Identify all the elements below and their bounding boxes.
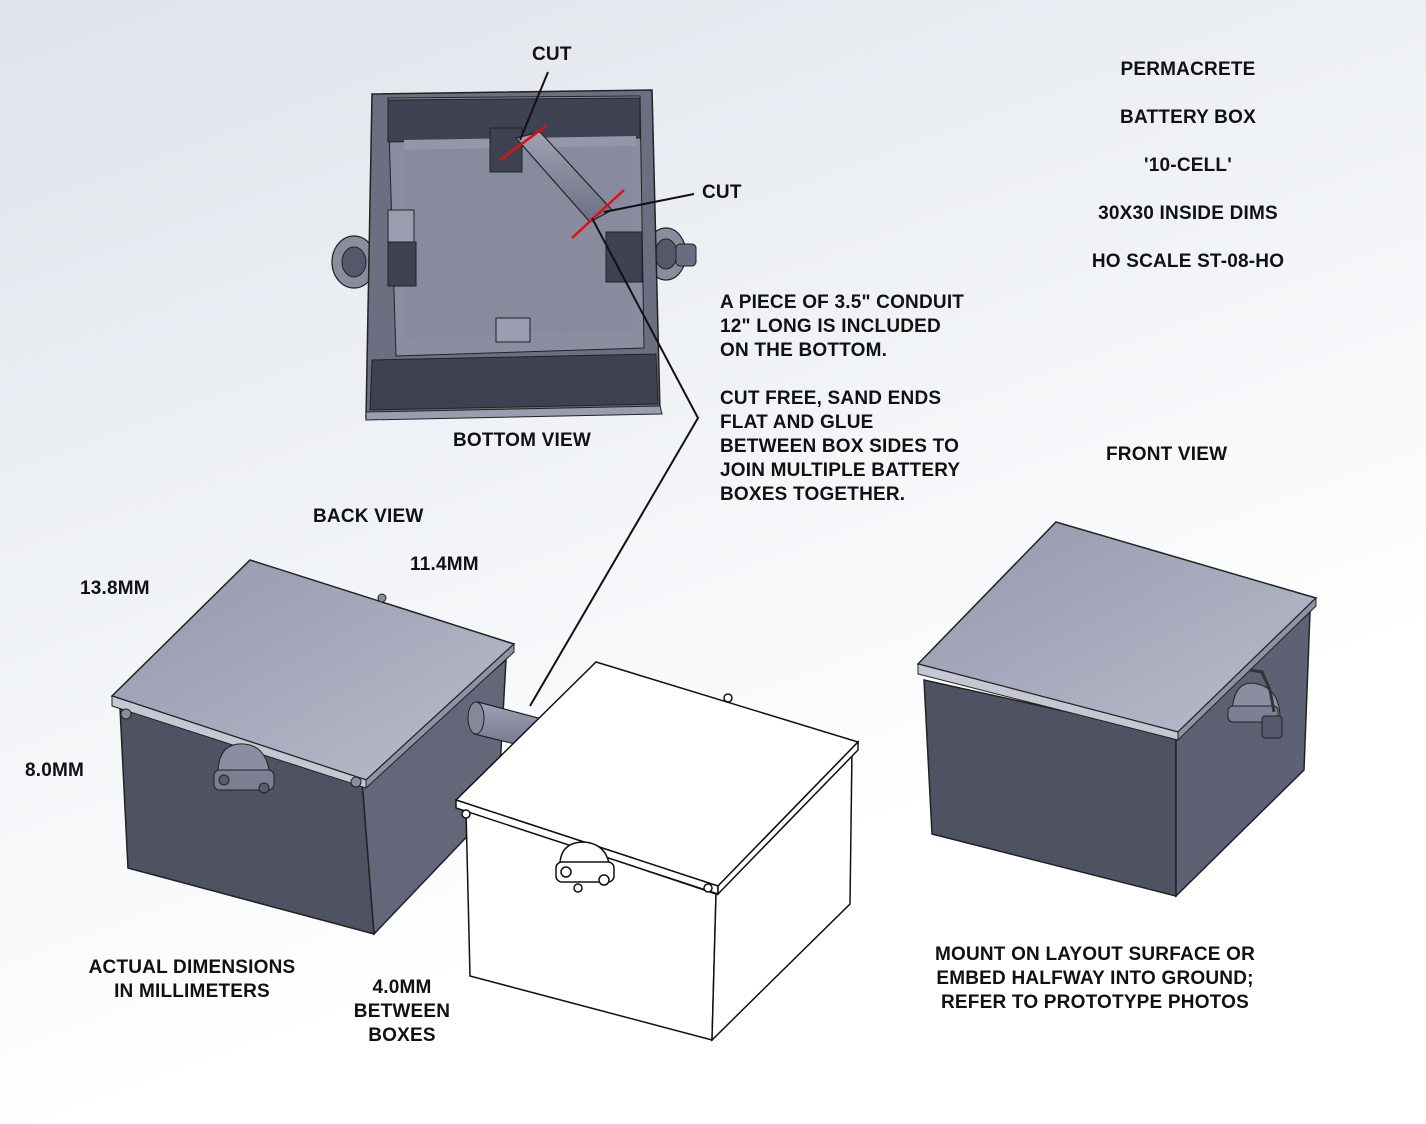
front-view-box xyxy=(916,521,1318,898)
title-line-3: '10-CELL' xyxy=(1144,155,1232,176)
back-lug xyxy=(213,743,275,794)
back-view-label: BACK VIEW xyxy=(313,506,424,527)
dimension-height: 8.0MM xyxy=(25,760,85,781)
leader-lines xyxy=(519,71,700,707)
wireframe-box xyxy=(454,661,860,1042)
title-line-2: BATTERY BOX xyxy=(1120,107,1256,128)
padlock-hasp xyxy=(1227,668,1283,739)
cut-label-right: CUT xyxy=(702,182,742,203)
bottom-view-box xyxy=(331,89,697,421)
cut-mark-right xyxy=(571,189,625,239)
dimension-width: 13.8MM xyxy=(80,578,150,599)
back-view-box xyxy=(110,559,516,936)
dimension-gap: 4.0MM BETWEEN BOXES xyxy=(353,977,451,1046)
title-line-4: 30X30 INSIDE DIMS xyxy=(1098,203,1278,224)
lifting-lug-left xyxy=(331,235,377,289)
assembly-note: CUT FREE, SAND ENDS FLAT AND GLUE BETWEE… xyxy=(720,388,961,505)
title-block: PERMACRETE BATTERY BOX '10-CELL' 30X30 I… xyxy=(1060,34,1316,298)
cut-mark-top xyxy=(499,124,547,162)
title-line-1: PERMACRETE xyxy=(1120,59,1256,80)
actual-dimensions-note: ACTUAL DIMENSIONS IN MILLIMETERS xyxy=(88,957,296,1002)
cut-label-top: CUT xyxy=(532,44,572,65)
front-view-label: FRONT VIEW xyxy=(1106,444,1228,465)
mounting-note: MOUNT ON LAYOUT SURFACE OR EMBED HALFWAY… xyxy=(934,944,1256,1013)
conduit-note: A PIECE OF 3.5" CONDUIT 12" LONG IS INCL… xyxy=(720,292,965,361)
dimension-depth: 11.4MM xyxy=(410,554,479,575)
bottom-view-label: BOTTOM VIEW xyxy=(453,430,592,451)
title-line-5: HO SCALE ST-08-HO xyxy=(1091,251,1285,272)
